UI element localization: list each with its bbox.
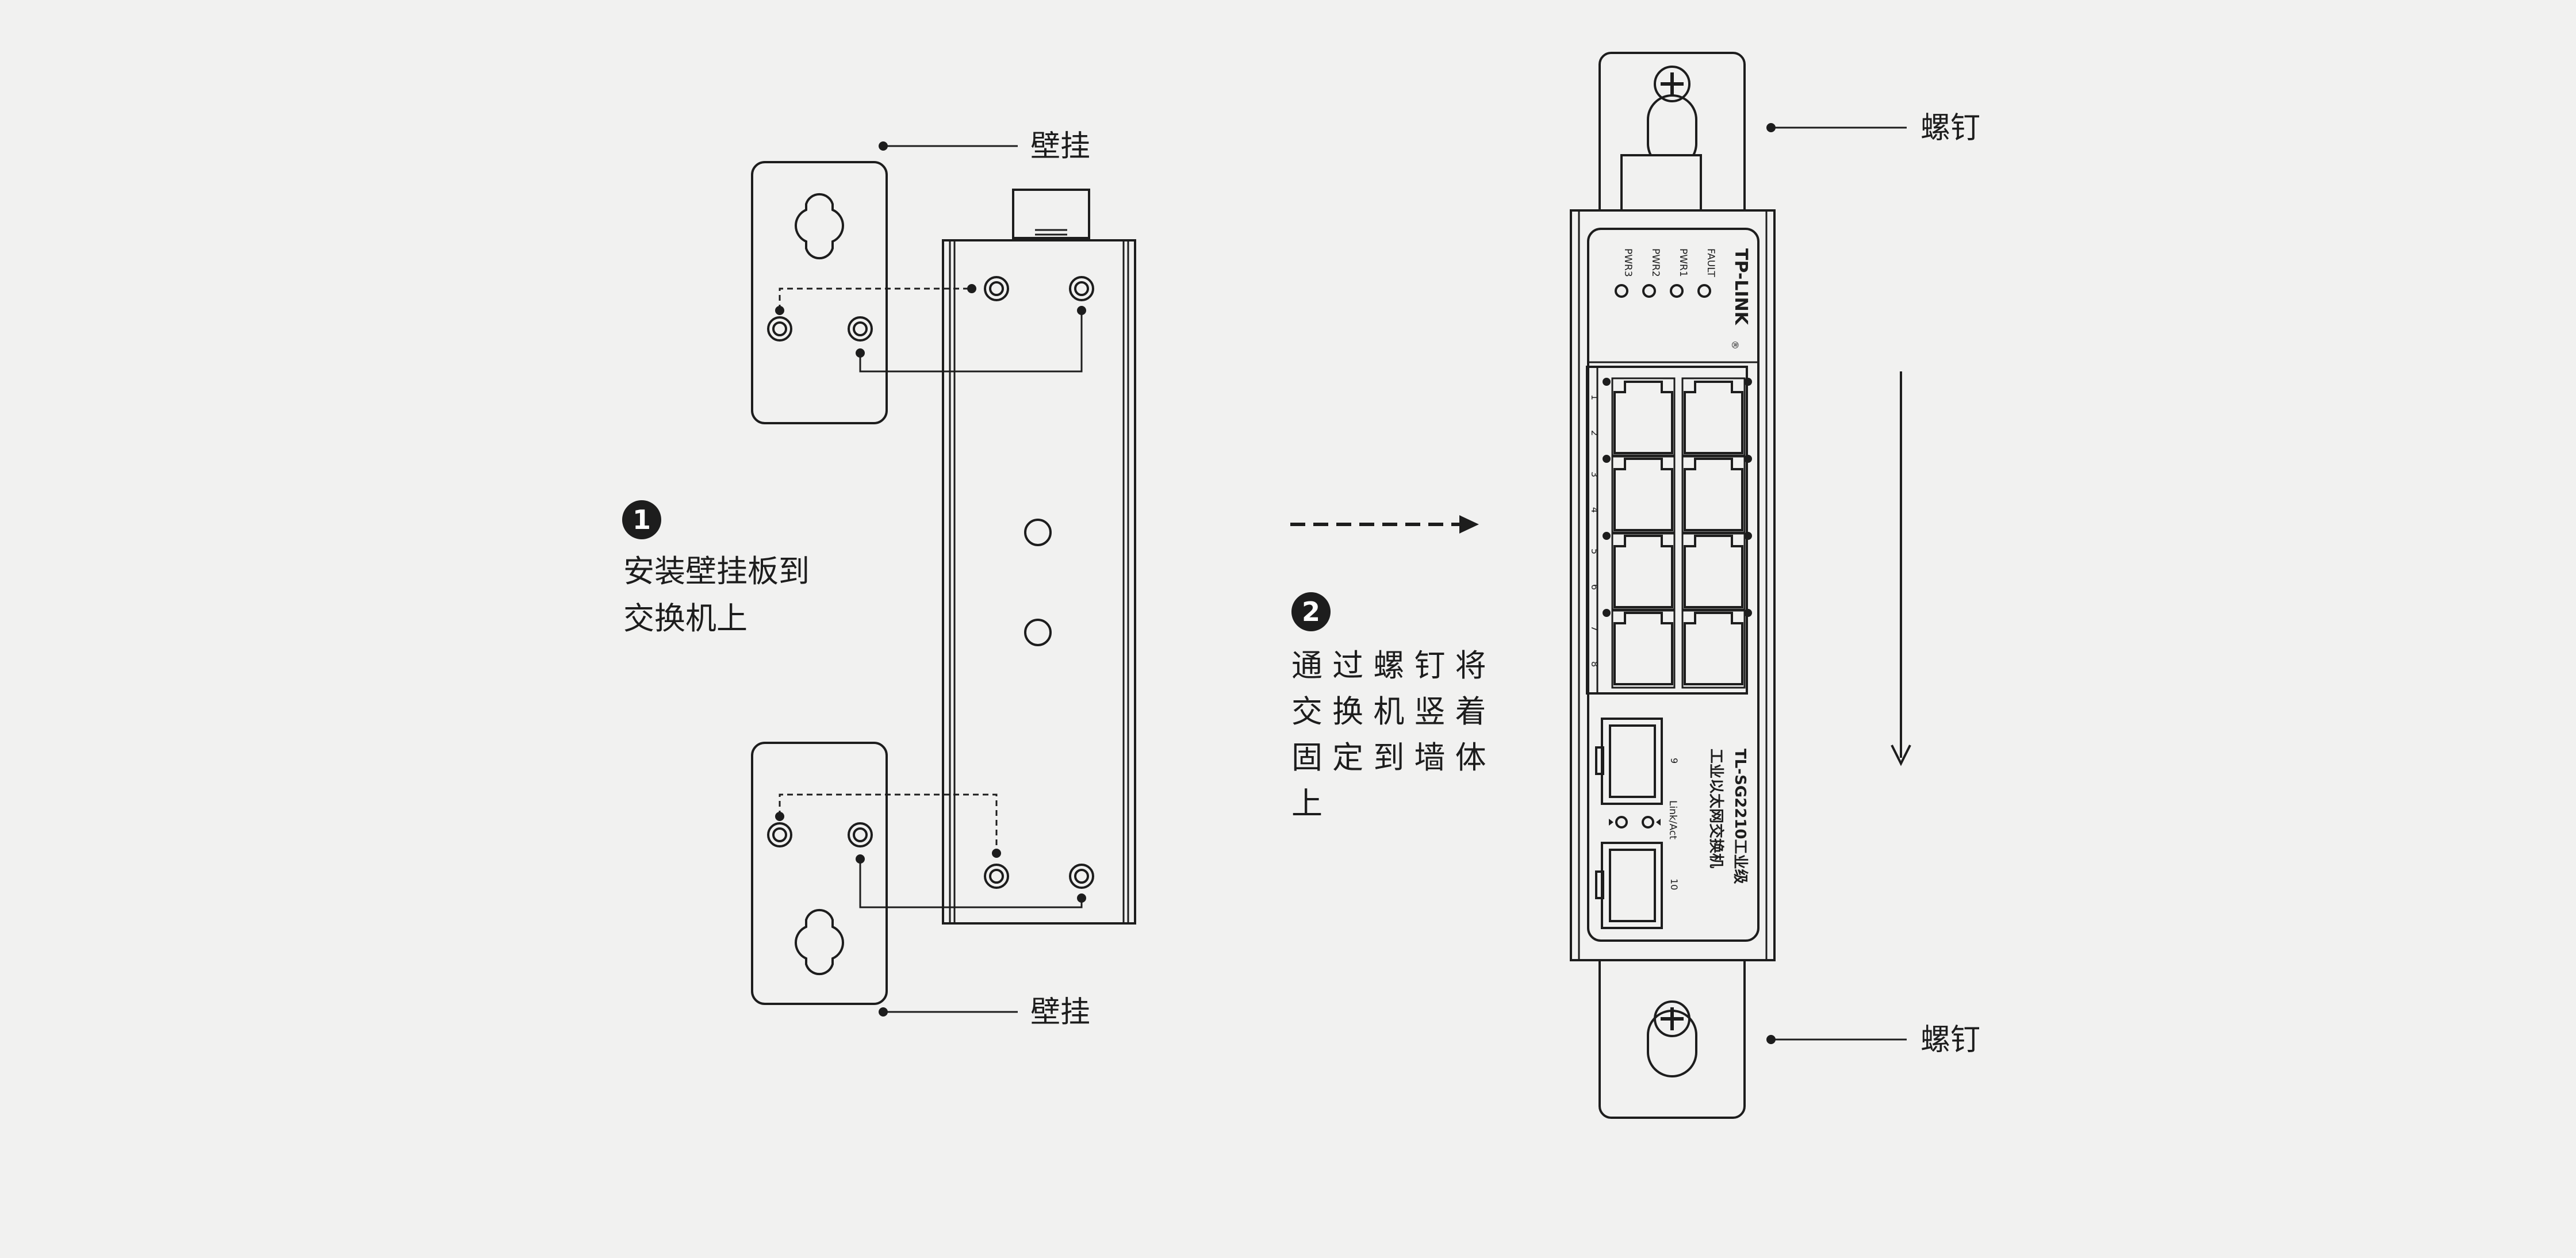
rj45-port-block <box>1586 366 1748 695</box>
port-led <box>1603 532 1611 540</box>
keyhole-slot <box>794 908 845 976</box>
sfp-port-10 <box>1595 842 1663 929</box>
led-pwr2 <box>1642 284 1656 298</box>
rj45-port-frame <box>1681 377 1746 458</box>
step-2: 2 通 过 螺 钉 将 交 换 机 竖 着 固 定 到 墙 体 上 <box>1291 592 1486 822</box>
callout-label: 螺钉 <box>1920 111 1980 145</box>
rj45-port <box>1613 612 1673 685</box>
port-number-label: 3 <box>1589 471 1600 477</box>
screw-head <box>1654 1000 1690 1037</box>
port-number-label: 5 <box>1589 549 1600 554</box>
rj45-port <box>1613 535 1673 608</box>
rj45-port <box>1613 458 1673 531</box>
step-2-line-4: 上 <box>1291 785 1322 822</box>
downward-arrow <box>1891 371 1911 766</box>
step-2-line-1: 通 过 螺 钉 将 <box>1291 647 1486 684</box>
switch-body <box>942 239 1136 925</box>
rj45-port-frame <box>1611 454 1676 535</box>
rj45-port-frame <box>1681 608 1746 689</box>
callout-label: 壁挂 <box>1030 995 1090 1030</box>
rj45-port-frame <box>1681 454 1746 535</box>
sfp-led-10 <box>1642 816 1654 829</box>
brand-mark: ® <box>1730 340 1741 350</box>
body-hole <box>1024 619 1052 646</box>
port-led <box>1744 609 1752 617</box>
switch-front-view: TP-LINK ® FAULT PWR1 PWR2 PWR3 12345678 … <box>1570 209 1776 961</box>
keyhole-slot <box>794 193 845 260</box>
model-line-2: 工业以太网交换机 <box>1707 749 1725 868</box>
link-act-label: Link/Act <box>1667 800 1678 839</box>
port-led <box>1744 532 1752 540</box>
callout-wall-mount-top: 壁挂 <box>879 129 1090 164</box>
callout-label: 螺钉 <box>1920 1023 1980 1057</box>
step-1-line-2: 交换机上 <box>623 600 747 636</box>
port-number-label: 6 <box>1589 584 1600 590</box>
body-hole <box>1024 519 1052 546</box>
sfp-led-9 <box>1615 816 1628 829</box>
rj45-port-frame <box>1611 377 1676 458</box>
keyhole-slot <box>1647 1010 1697 1077</box>
screw-head <box>1654 66 1690 102</box>
sfp-port-9 <box>1595 718 1663 805</box>
top-mount-tab <box>1012 189 1090 239</box>
led-fault <box>1697 284 1711 298</box>
switch-rear-view <box>942 189 1136 925</box>
sfp-number-9: 9 <box>1669 758 1680 764</box>
rj45-port-frame <box>1611 608 1676 689</box>
led-pwr1 <box>1670 284 1684 298</box>
transition-arrow <box>1290 515 1479 534</box>
rj45-port <box>1684 458 1743 531</box>
body-hole <box>1069 276 1094 301</box>
model-line-1: TL-SG2210工业级 <box>1731 749 1749 884</box>
body-hole <box>984 864 1009 889</box>
rj45-port-frame <box>1611 531 1676 612</box>
step-1-badge <box>622 500 661 539</box>
port-number-label: 1 <box>1589 394 1600 400</box>
port-led <box>1603 378 1611 386</box>
port-number-label: 8 <box>1589 661 1600 667</box>
led-label-pwr1: PWR1 <box>1677 248 1689 277</box>
body-hole <box>984 276 1009 301</box>
port-number-label: 7 <box>1589 626 1600 631</box>
port-led <box>1603 455 1611 463</box>
step-2-number: 2 <box>1302 596 1320 627</box>
port-led <box>1744 455 1752 463</box>
callout-screw-top: 螺钉 <box>1766 111 1980 145</box>
rj45-port-frame <box>1681 531 1746 612</box>
brand-logo: TP-LINK <box>1731 248 1751 326</box>
port-led <box>1744 378 1752 386</box>
led-label-fault: FAULT <box>1705 248 1716 277</box>
rj45-port <box>1684 612 1743 685</box>
port-number-label: 2 <box>1589 430 1600 436</box>
rj45-port <box>1613 381 1673 454</box>
wall-mount-plate-top-mounted <box>1598 52 1746 212</box>
callout-label: 壁挂 <box>1030 129 1090 164</box>
led-pwr3 <box>1615 284 1628 298</box>
step-1-line-1: 安装壁挂板到 <box>623 553 810 589</box>
port-led <box>1603 609 1611 617</box>
wall-mount-plate-top <box>751 161 1086 424</box>
led-label-pwr3: PWR3 <box>1622 248 1634 277</box>
rj45-port <box>1684 381 1743 454</box>
step-1-number: 1 <box>632 504 651 535</box>
rj45-port <box>1684 535 1743 608</box>
port-number-label: 4 <box>1589 507 1600 513</box>
callout-screw-bottom: 螺钉 <box>1766 1023 1980 1057</box>
step-2-badge <box>1291 592 1331 631</box>
wall-mount-plate-bottom <box>751 742 1086 1005</box>
step-2-line-2: 交 换 机 竖 着 <box>1291 693 1486 730</box>
callout-wall-mount-bottom: 壁挂 <box>879 995 1090 1030</box>
sfp-number-10: 10 <box>1669 879 1680 890</box>
wall-mount-plate-bottom-mounted <box>1598 959 1746 1119</box>
led-label-pwr2: PWR2 <box>1650 248 1661 277</box>
step-1: 1 安装壁挂板到 交换机上 <box>622 500 810 636</box>
step-2-line-3: 固 定 到 墙 体 <box>1291 739 1486 776</box>
rj45-ports: 1 2 3 4 5 6 7 8 <box>1589 377 1752 689</box>
body-hole <box>1069 864 1094 889</box>
